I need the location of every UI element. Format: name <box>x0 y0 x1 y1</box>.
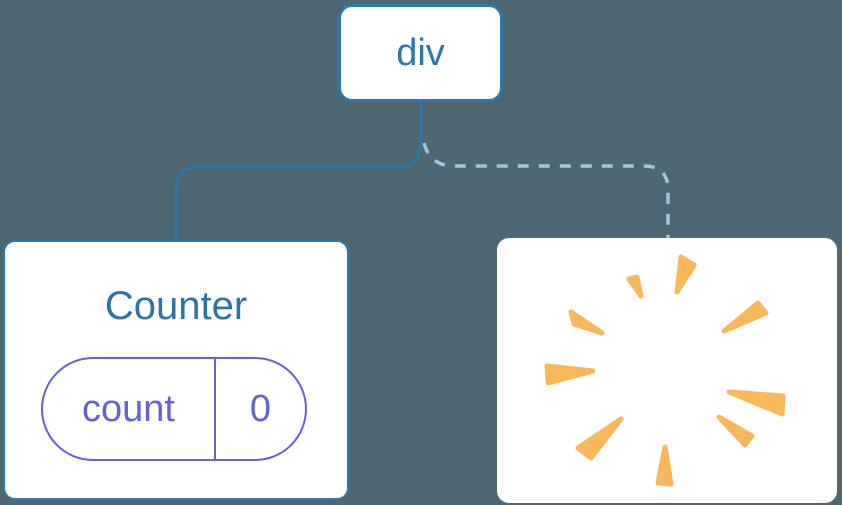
state-key-label: count <box>82 388 175 430</box>
state-key-cell: count <box>43 359 216 459</box>
dashed-connector-line <box>422 142 670 239</box>
root-node-label: div <box>396 32 445 74</box>
state-value-cell: 0 <box>216 359 305 459</box>
counter-node-title: Counter <box>104 284 248 328</box>
state-pill: count 0 <box>41 357 307 461</box>
poof-starburst-icon <box>544 254 786 487</box>
solid-connector-line <box>174 101 423 241</box>
root-node-div: div <box>338 4 503 102</box>
counter-node: Counter count 0 <box>3 240 349 500</box>
state-value-label: 0 <box>249 388 272 430</box>
removed-node <box>497 238 837 503</box>
